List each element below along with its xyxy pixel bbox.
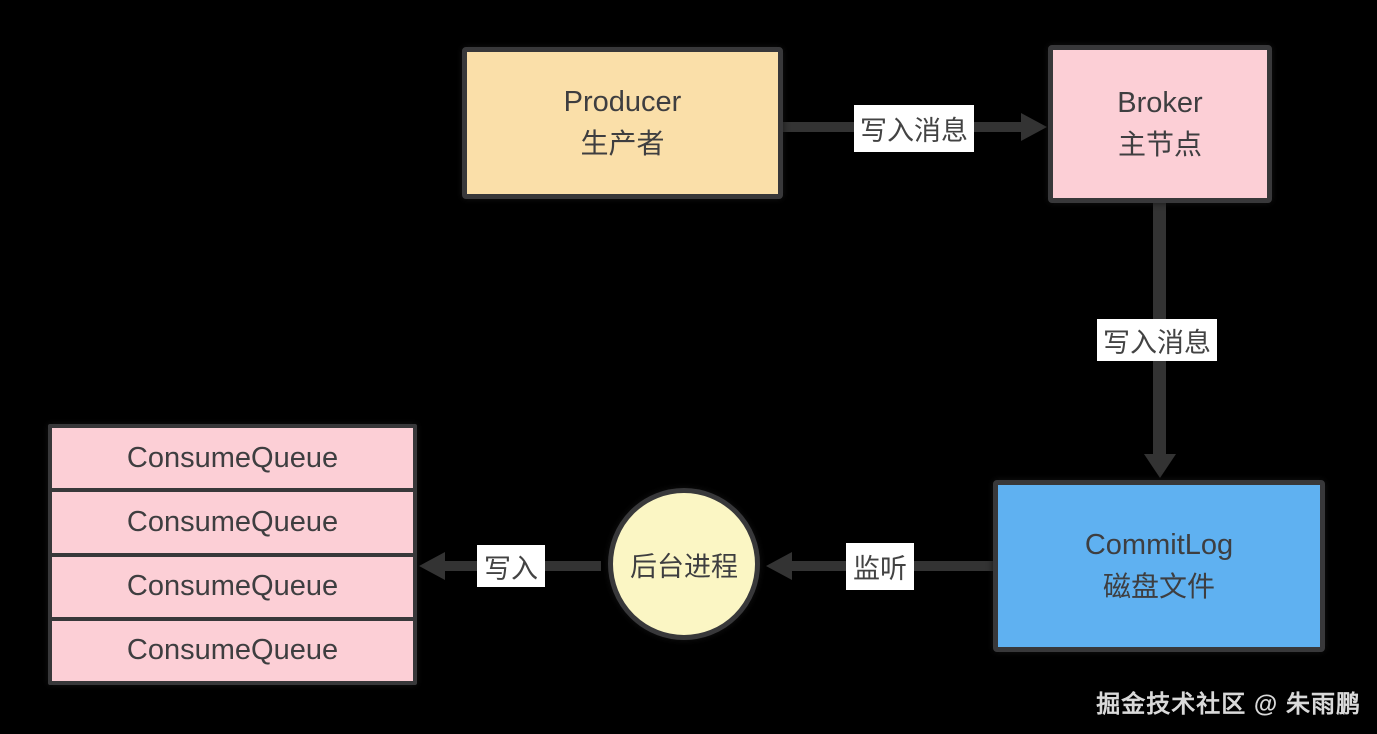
commitlog-node: CommitLog 磁盘文件 bbox=[993, 480, 1325, 652]
commitlog-title: CommitLog bbox=[1084, 528, 1234, 561]
consume-queue-row: ConsumeQueue bbox=[52, 620, 413, 681]
producer-title: Producer bbox=[563, 85, 682, 118]
broker-subtitle: 主节点 bbox=[1117, 128, 1202, 160]
commitlog-subtitle: 磁盘文件 bbox=[1102, 570, 1215, 602]
consume-queue-row: ConsumeQueue bbox=[52, 428, 413, 493]
edge-label-write-message: 写入消息 bbox=[1097, 319, 1217, 361]
edge-label-write-message: 写入消息 bbox=[854, 105, 974, 152]
producer-node: Producer 生产者 bbox=[462, 47, 783, 199]
broker-title: Broker bbox=[1117, 86, 1203, 119]
watermark: 掘金技术社区 @ 朱雨鹏 bbox=[1096, 691, 1361, 718]
daemon-process-circle: 后台进程 bbox=[608, 488, 760, 640]
daemon-title: 后台进程 bbox=[630, 551, 738, 582]
arrowhead-left-icon bbox=[766, 552, 792, 580]
arrowhead-left-icon bbox=[419, 552, 445, 580]
consume-queue-row: ConsumeQueue bbox=[52, 556, 413, 621]
consume-queue-row: ConsumeQueue bbox=[52, 492, 413, 557]
edge-label-listen: 监听 bbox=[846, 543, 914, 590]
producer-subtitle: 生产者 bbox=[580, 127, 665, 159]
arrowhead-right-icon bbox=[1021, 113, 1047, 141]
consume-queue-stack: ConsumeQueue ConsumeQueue ConsumeQueue C… bbox=[48, 424, 417, 685]
arrowhead-down-icon bbox=[1144, 454, 1176, 478]
broker-node: Broker 主节点 bbox=[1048, 45, 1272, 203]
edge-label-write: 写入 bbox=[477, 545, 545, 587]
